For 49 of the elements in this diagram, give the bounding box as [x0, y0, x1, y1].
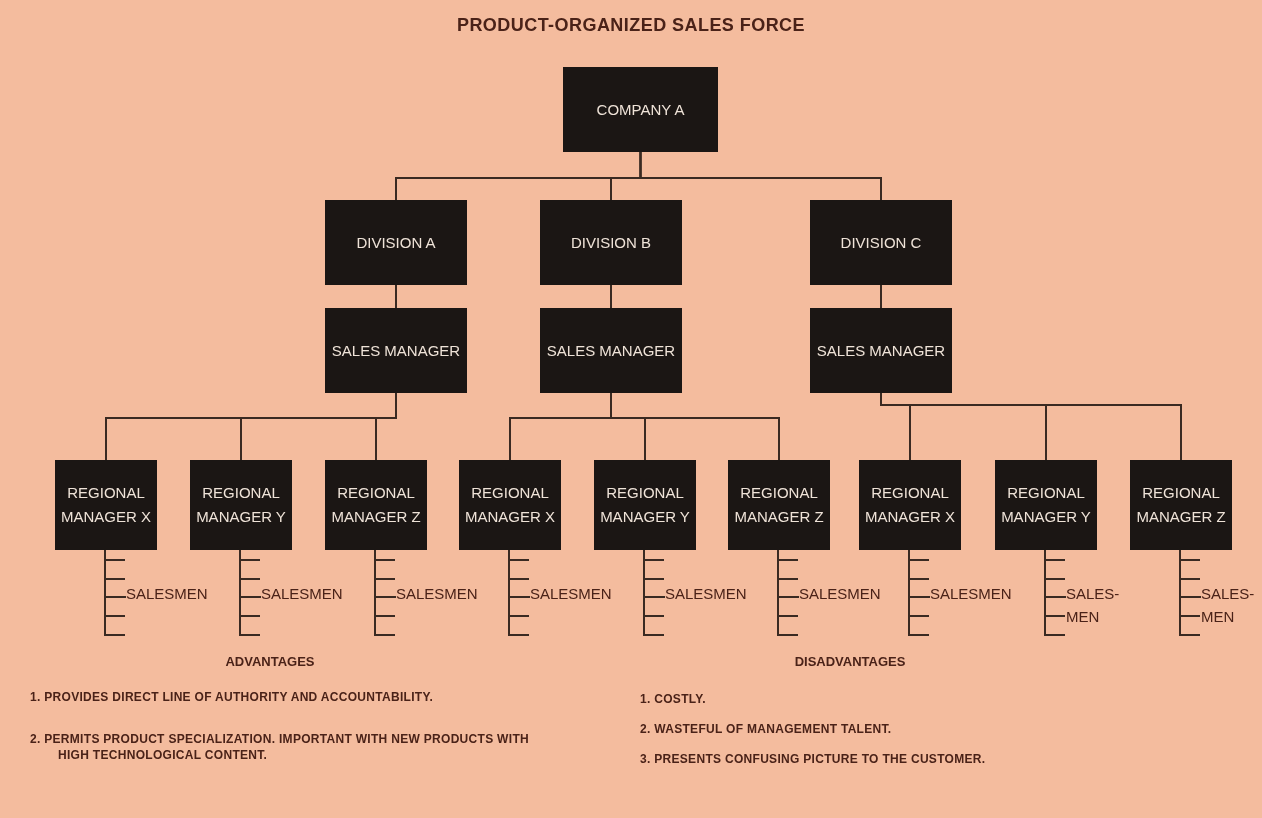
org-box: SALES MANAGER [540, 308, 682, 393]
connector-line [374, 549, 397, 598]
list-item: 1. PROVIDES DIRECT LINE OF AUTHORITY AND ACCOUNTABILITY. [30, 690, 435, 706]
org-box: REGIONAL MANAGER Y [594, 460, 696, 550]
connector-line [643, 549, 666, 598]
connector-line [395, 284, 397, 309]
role-text: SALES- MEN [1066, 583, 1126, 631]
org-box: REGIONAL MANAGER X [859, 460, 961, 550]
list-item: 2. WASTEFUL OF MANAGEMENT TALENT. [640, 722, 893, 738]
org-box: REGIONAL MANAGER X [55, 460, 157, 550]
connector-line [104, 549, 127, 598]
connector-line [610, 392, 780, 461]
list-item: 3. PRESENTS CONFUSING PICTURE TO THE CUSTOMER. [640, 752, 987, 768]
role-text: SALESMEN [261, 583, 373, 611]
org-box: REGIONAL MANAGER Z [1130, 460, 1232, 550]
connector-line [880, 284, 882, 309]
role-text: SALESMEN [930, 583, 1042, 611]
role-text: SALES- MEN [1201, 583, 1261, 631]
connector-line [239, 549, 262, 598]
org-box: REGIONAL MANAGER X [459, 460, 561, 550]
connector-line [610, 284, 612, 309]
role-text: SALESMEN [126, 583, 238, 611]
role-text: SALESMEN [799, 583, 911, 611]
connector-line [639, 151, 882, 201]
section-heading: DISADVANTAGES [793, 653, 907, 671]
connector-line [1179, 549, 1202, 598]
list-item: 2. PERMITS PRODUCT SPECIALIZATION. IMPORTANT WITH NEW PRODUCTS WITH HIGH TECHNOLOGICAL CONTENT. [30, 732, 530, 764]
org-box: DIVISION B [540, 200, 682, 285]
org-box: DIVISION C [810, 200, 952, 285]
connector-line [777, 549, 800, 598]
org-box: REGIONAL MANAGER Y [190, 460, 292, 550]
connector-line [908, 549, 931, 598]
org-box: SALES MANAGER [325, 308, 467, 393]
connector-line [880, 392, 1182, 461]
connector-line [1044, 549, 1067, 598]
role-text: SALESMEN [396, 583, 508, 611]
org-box: REGIONAL MANAGER Y [995, 460, 1097, 550]
connector-line [508, 549, 531, 598]
org-box: REGIONAL MANAGER Z [728, 460, 830, 550]
org-box: DIVISION A [325, 200, 467, 285]
org-box: COMPANY A [563, 67, 718, 152]
diagram-title: PRODUCT-ORGANIZED SALES FORCE [455, 14, 807, 37]
org-box: REGIONAL MANAGER Z [325, 460, 427, 550]
role-text: SALESMEN [665, 583, 777, 611]
list-item: 1. COSTLY. [640, 692, 707, 708]
connector-line [375, 392, 397, 461]
org-box: SALES MANAGER [810, 308, 952, 393]
role-text: SALESMEN [530, 583, 642, 611]
section-heading: ADVANTAGES [224, 653, 316, 671]
